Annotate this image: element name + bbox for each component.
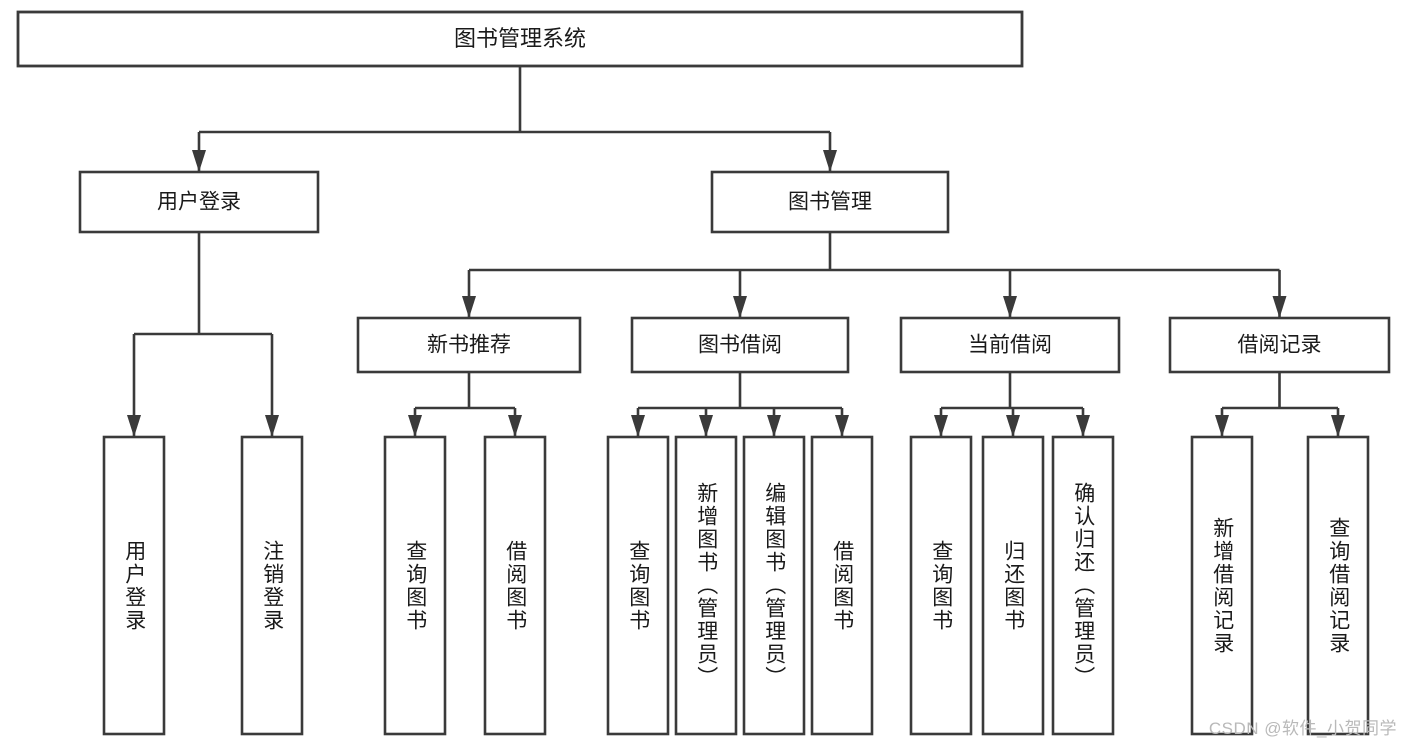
node-box-layer — [16, 10, 1391, 736]
node-box-leaf-4[interactable] — [606, 435, 670, 736]
arrow-head — [408, 415, 422, 437]
node-box-level2-0[interactable] — [78, 170, 320, 234]
arrow-head — [1272, 296, 1287, 318]
node-label-level3-1: 图书借阅 — [698, 334, 782, 357]
node-box-root[interactable] — [16, 10, 1024, 68]
arrow-head — [1003, 296, 1017, 318]
node-box-leaf-3[interactable] — [483, 435, 547, 736]
arrow-head — [1331, 415, 1345, 437]
node-box-leaf-7[interactable] — [810, 435, 874, 736]
watermark: CSDN @软件_小贺同学 — [1208, 719, 1397, 738]
node-box-level3-2[interactable] — [899, 316, 1121, 374]
node-label-level3-0: 新书推荐 — [427, 334, 511, 357]
arrow-head — [508, 415, 522, 437]
node-box-level2-1[interactable] — [710, 170, 950, 234]
arrow-head — [934, 415, 948, 437]
node-box-leaf-10[interactable] — [1051, 435, 1115, 736]
node-box-leaf-2[interactable] — [383, 435, 447, 736]
arrow-head — [733, 296, 747, 318]
arrow-head — [767, 415, 781, 437]
arrow-head — [462, 296, 476, 318]
arrow-head — [265, 415, 279, 437]
arrow-head — [1215, 415, 1229, 437]
arrow-head — [699, 415, 713, 437]
node-label-level2-0: 用户登录 — [157, 191, 241, 214]
node-box-leaf-12[interactable] — [1306, 435, 1370, 736]
arrow-head — [127, 415, 141, 437]
node-box-leaf-6[interactable] — [742, 435, 806, 736]
node-label-root: 图书管理系统 — [454, 26, 586, 51]
node-box-level3-0[interactable] — [356, 316, 582, 374]
node-label-level3-2: 当前借阅 — [968, 334, 1052, 357]
connector-layer — [127, 66, 1345, 437]
node-label-level2-1: 图书管理 — [788, 191, 872, 214]
node-label-level3-3: 借阅记录 — [1238, 334, 1322, 357]
node-box-leaf-0[interactable] — [102, 435, 166, 736]
node-box-level3-3[interactable] — [1168, 316, 1391, 374]
arrow-head — [192, 150, 206, 172]
arrow-head — [823, 150, 837, 172]
node-box-leaf-1[interactable] — [240, 435, 304, 736]
node-box-leaf-11[interactable] — [1190, 435, 1254, 736]
node-box-leaf-5[interactable] — [674, 435, 738, 736]
arrow-head — [1006, 415, 1020, 437]
arrow-head — [835, 415, 849, 437]
arrow-head — [1076, 415, 1090, 437]
node-box-level3-1[interactable] — [630, 316, 850, 374]
node-box-leaf-9[interactable] — [981, 435, 1045, 736]
node-box-leaf-8[interactable] — [909, 435, 973, 736]
arrow-head — [631, 415, 645, 437]
